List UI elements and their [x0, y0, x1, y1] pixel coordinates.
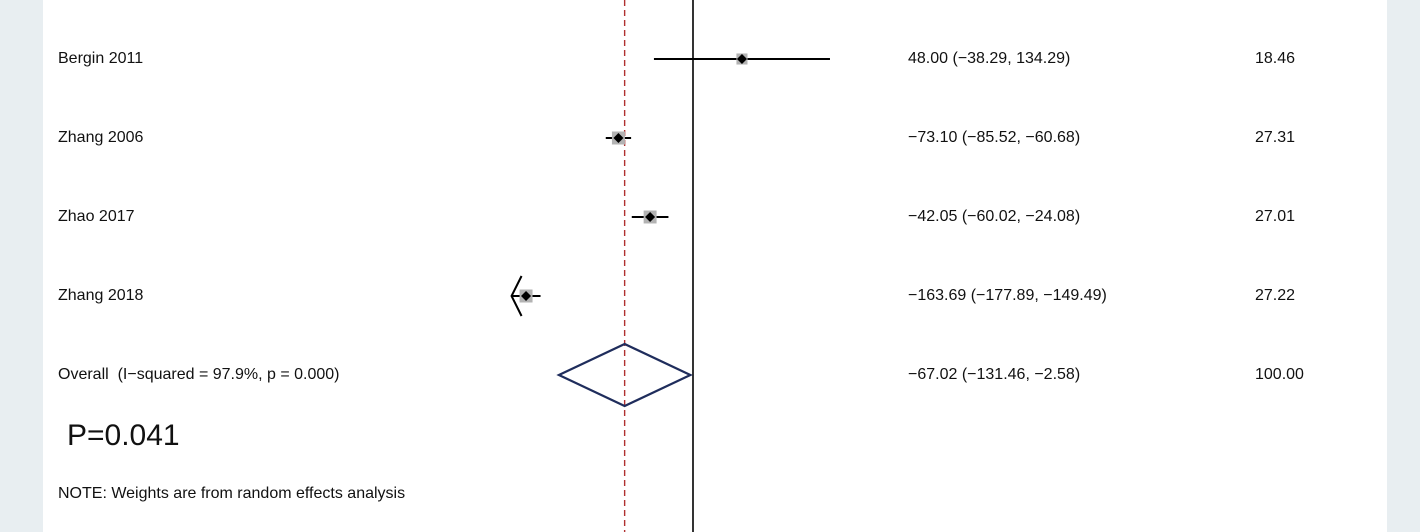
truncation-arrow [510, 275, 523, 317]
weight-label: 27.31 [1255, 129, 1296, 146]
study-label: Zhang 2018 [58, 287, 144, 304]
weight-label: 18.46 [1255, 50, 1296, 67]
overall-ci-label: −67.02 (−131.46, −2.58) [908, 366, 1081, 383]
weight-label: 27.01 [1255, 208, 1296, 225]
overall-weight-label: 100.00 [1255, 366, 1304, 383]
ci-label: 48.00 (−38.29, 134.29) [908, 50, 1071, 67]
overall-label: Overall (I−squared = 97.9%, p = 0.000) [58, 366, 340, 383]
study-label: Zhao 2017 [58, 208, 135, 225]
point-estimate [645, 212, 656, 222]
ci-label: −42.05 (−60.02, −24.08) [908, 208, 1081, 225]
overall-diamond [556, 342, 693, 408]
study-label: Bergin 2011 [58, 50, 144, 67]
ci-label: −163.69 (−177.89, −149.49) [908, 287, 1107, 304]
weights-note: NOTE: Weights are from random effects an… [58, 485, 406, 502]
forest-plot-panel [43, 0, 1387, 532]
point-estimate [521, 291, 532, 301]
p-value-label: P=0.041 [67, 419, 180, 452]
weight-label: 27.22 [1255, 287, 1296, 304]
study-label: Zhang 2006 [58, 129, 144, 146]
point-estimate [736, 54, 747, 64]
point-estimate [613, 133, 624, 143]
ci-label: −73.10 (−85.52, −60.68) [908, 129, 1081, 146]
